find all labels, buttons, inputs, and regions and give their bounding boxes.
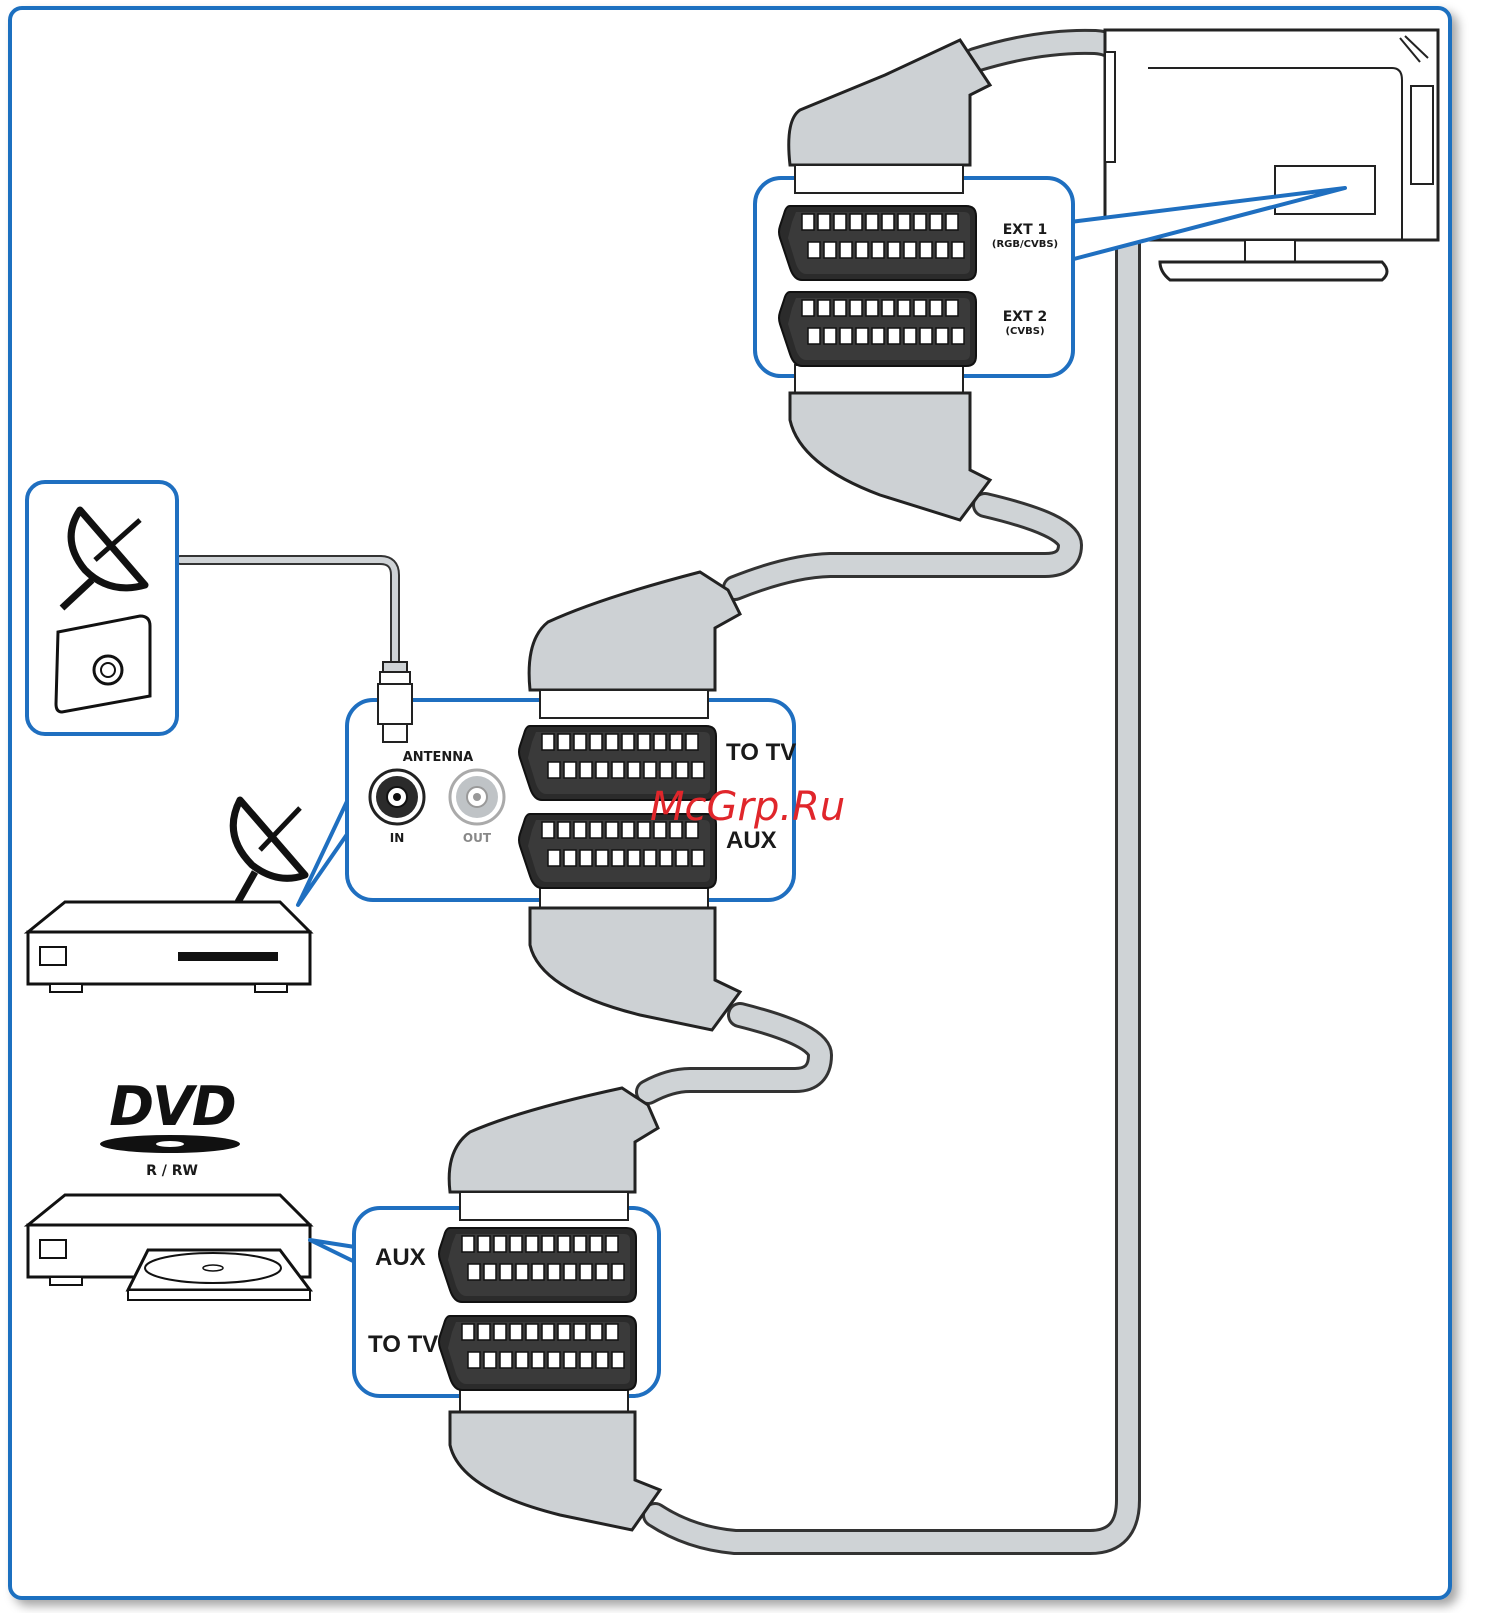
antenna-plug (378, 662, 412, 742)
dvd-aux-label: AUX (375, 1244, 426, 1271)
watermark: McGrp.Ru (650, 784, 845, 830)
out-label: OUT (463, 831, 492, 845)
scart-socket-ext1 (779, 206, 976, 280)
dvd-to-tv-label: TO TV (368, 1331, 438, 1358)
wall-antenna-socket-icon (56, 616, 150, 712)
receiver-aux-label: AUX (726, 827, 777, 854)
antenna-source-box (27, 482, 177, 734)
ext2-label: EXT 2 (1003, 309, 1048, 325)
dvd-logo: DVD (109, 1075, 235, 1138)
in-label: IN (390, 831, 405, 845)
dvd-format-label: R / RW (146, 1163, 198, 1179)
ext2-sublabel: (CVBS) (1005, 326, 1044, 337)
antenna-out-jack (450, 770, 504, 824)
ext1-sublabel: (RGB/CVBS) (992, 239, 1058, 250)
scart-socket-to-tv (439, 1316, 636, 1390)
scart-socket-ext2 (779, 292, 976, 366)
scart-socket-aux (439, 1228, 636, 1302)
antenna-label: ANTENNA (403, 750, 474, 765)
receiver-to-tv-label: TO TV (726, 739, 796, 766)
ext1-label: EXT 1 (1003, 222, 1048, 238)
antenna-in-jack (370, 770, 424, 824)
